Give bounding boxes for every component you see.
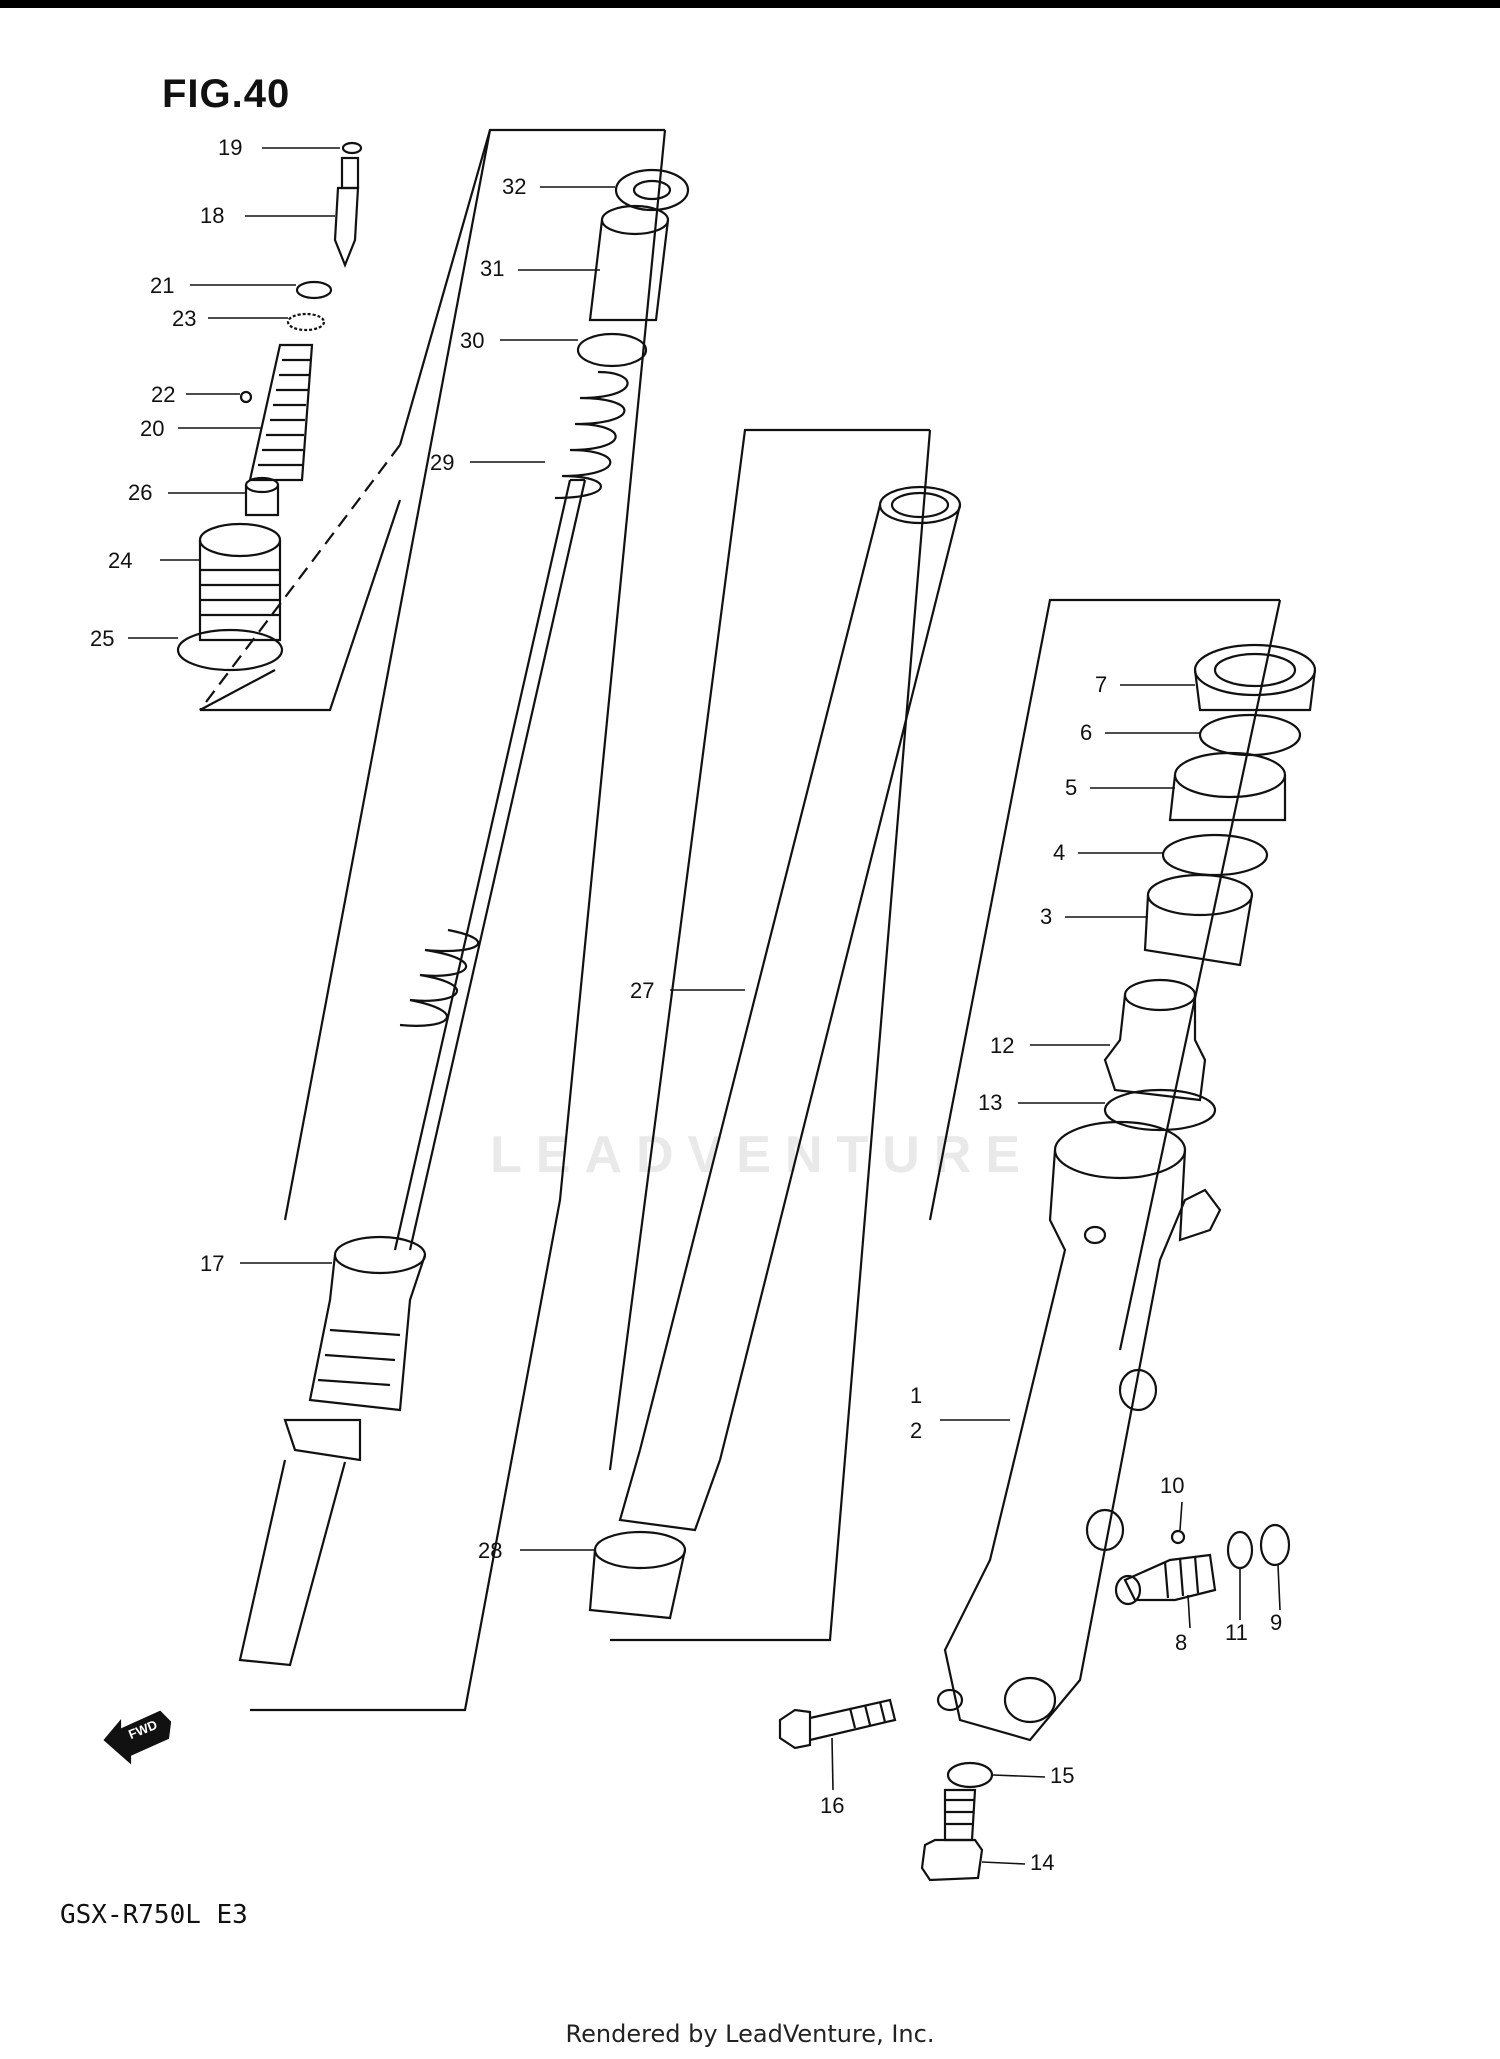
ball-part-22 bbox=[239, 390, 253, 404]
inner-tube-part-27 bbox=[618, 485, 962, 1532]
washer-part-30 bbox=[576, 332, 648, 368]
guide-bushing-part-3 bbox=[1143, 873, 1254, 967]
callout-21: 21 bbox=[150, 273, 175, 298]
callout-10: 10 bbox=[1160, 1473, 1185, 1498]
figure-title: FIG.40 bbox=[162, 72, 291, 116]
oil-lock-piece-part-12 bbox=[1103, 978, 1207, 1102]
group-frame-outer-tube bbox=[928, 598, 1282, 1351]
bushing-part-28 bbox=[588, 1530, 687, 1620]
callout-5: 5 bbox=[1065, 775, 1078, 800]
o-ring-part-11 bbox=[1226, 1530, 1254, 1570]
model-code: GSX-R750L E3 bbox=[60, 1900, 248, 1930]
bolt-part-14 bbox=[920, 1788, 984, 1882]
o-ring-part-13 bbox=[1103, 1088, 1217, 1132]
callout-15: 15 bbox=[1050, 1763, 1075, 1788]
damper-rod-part-17 bbox=[238, 478, 587, 1667]
callout-16: 16 bbox=[820, 1793, 845, 1818]
callout-11: 11 bbox=[1225, 1620, 1248, 1645]
washer-part-23 bbox=[286, 312, 326, 332]
group-frame-damper-rod bbox=[199, 129, 667, 1712]
callout-13: 13 bbox=[978, 1090, 1003, 1115]
washer-part-4 bbox=[1161, 833, 1269, 877]
callout-17: 17 bbox=[200, 1251, 225, 1276]
callout-6: 6 bbox=[1080, 720, 1093, 745]
dust-seal-part-7 bbox=[1193, 643, 1317, 712]
callout-9: 9 bbox=[1270, 1610, 1283, 1635]
axle-bolt-part-16 bbox=[778, 1698, 897, 1750]
callout-1: 1 bbox=[910, 1383, 923, 1408]
stopper-ring-part-6 bbox=[1198, 713, 1302, 757]
callout-14: 14 bbox=[1030, 1850, 1055, 1875]
callout-25: 25 bbox=[90, 626, 115, 651]
washer-part-32 bbox=[614, 168, 690, 212]
watermark: LEADVENTURE bbox=[490, 1126, 1035, 1184]
cap-bolt-part-24 bbox=[198, 522, 282, 642]
callout-4: 4 bbox=[1053, 840, 1066, 865]
fwd-arrow-icon bbox=[103, 1710, 172, 1765]
o-ring-part-21 bbox=[295, 280, 333, 300]
callout-20: 20 bbox=[140, 416, 165, 441]
footer-credit: Rendered by LeadVenture, Inc. bbox=[565, 2020, 935, 2048]
callout-3: 3 bbox=[1040, 904, 1053, 929]
callout-29: 29 bbox=[430, 450, 455, 475]
callout-12: 12 bbox=[990, 1033, 1015, 1058]
callout-22: 22 bbox=[151, 382, 176, 407]
valve-part-8 bbox=[1114, 1553, 1217, 1606]
group-frame-damper-top bbox=[199, 128, 665, 712]
callout-24: 24 bbox=[108, 548, 133, 573]
leader-lines bbox=[128, 147, 1281, 1865]
outer-tube-part-1 bbox=[936, 1120, 1222, 1742]
spacer-part-26 bbox=[244, 476, 280, 517]
callout-19: 19 bbox=[218, 135, 243, 160]
valve-needle-part-18 bbox=[333, 141, 363, 268]
callout-18: 18 bbox=[200, 203, 225, 228]
washer-part-15 bbox=[946, 1761, 994, 1789]
o-ring-part-9 bbox=[1259, 1523, 1291, 1567]
callout-8: 8 bbox=[1175, 1630, 1188, 1655]
callout-32: 32 bbox=[502, 174, 527, 199]
callout-2: 2 bbox=[910, 1418, 923, 1443]
spring-part-29 bbox=[554, 370, 629, 500]
ball-part-10 bbox=[1170, 1529, 1186, 1545]
callout-30: 30 bbox=[460, 328, 485, 353]
o-ring-part-25 bbox=[176, 628, 284, 672]
adjuster-part-20 bbox=[248, 343, 314, 482]
callout-23: 23 bbox=[172, 306, 197, 331]
callout-27: 27 bbox=[630, 978, 655, 1003]
group-frame-inner-tube bbox=[608, 428, 932, 1642]
callout-28: 28 bbox=[478, 1538, 503, 1563]
callout-26: 26 bbox=[128, 480, 153, 505]
callout-31: 31 bbox=[480, 256, 505, 281]
oil-seal-part-5 bbox=[1168, 751, 1287, 822]
top-border bbox=[0, 0, 1500, 8]
callout-7: 7 bbox=[1095, 672, 1108, 697]
